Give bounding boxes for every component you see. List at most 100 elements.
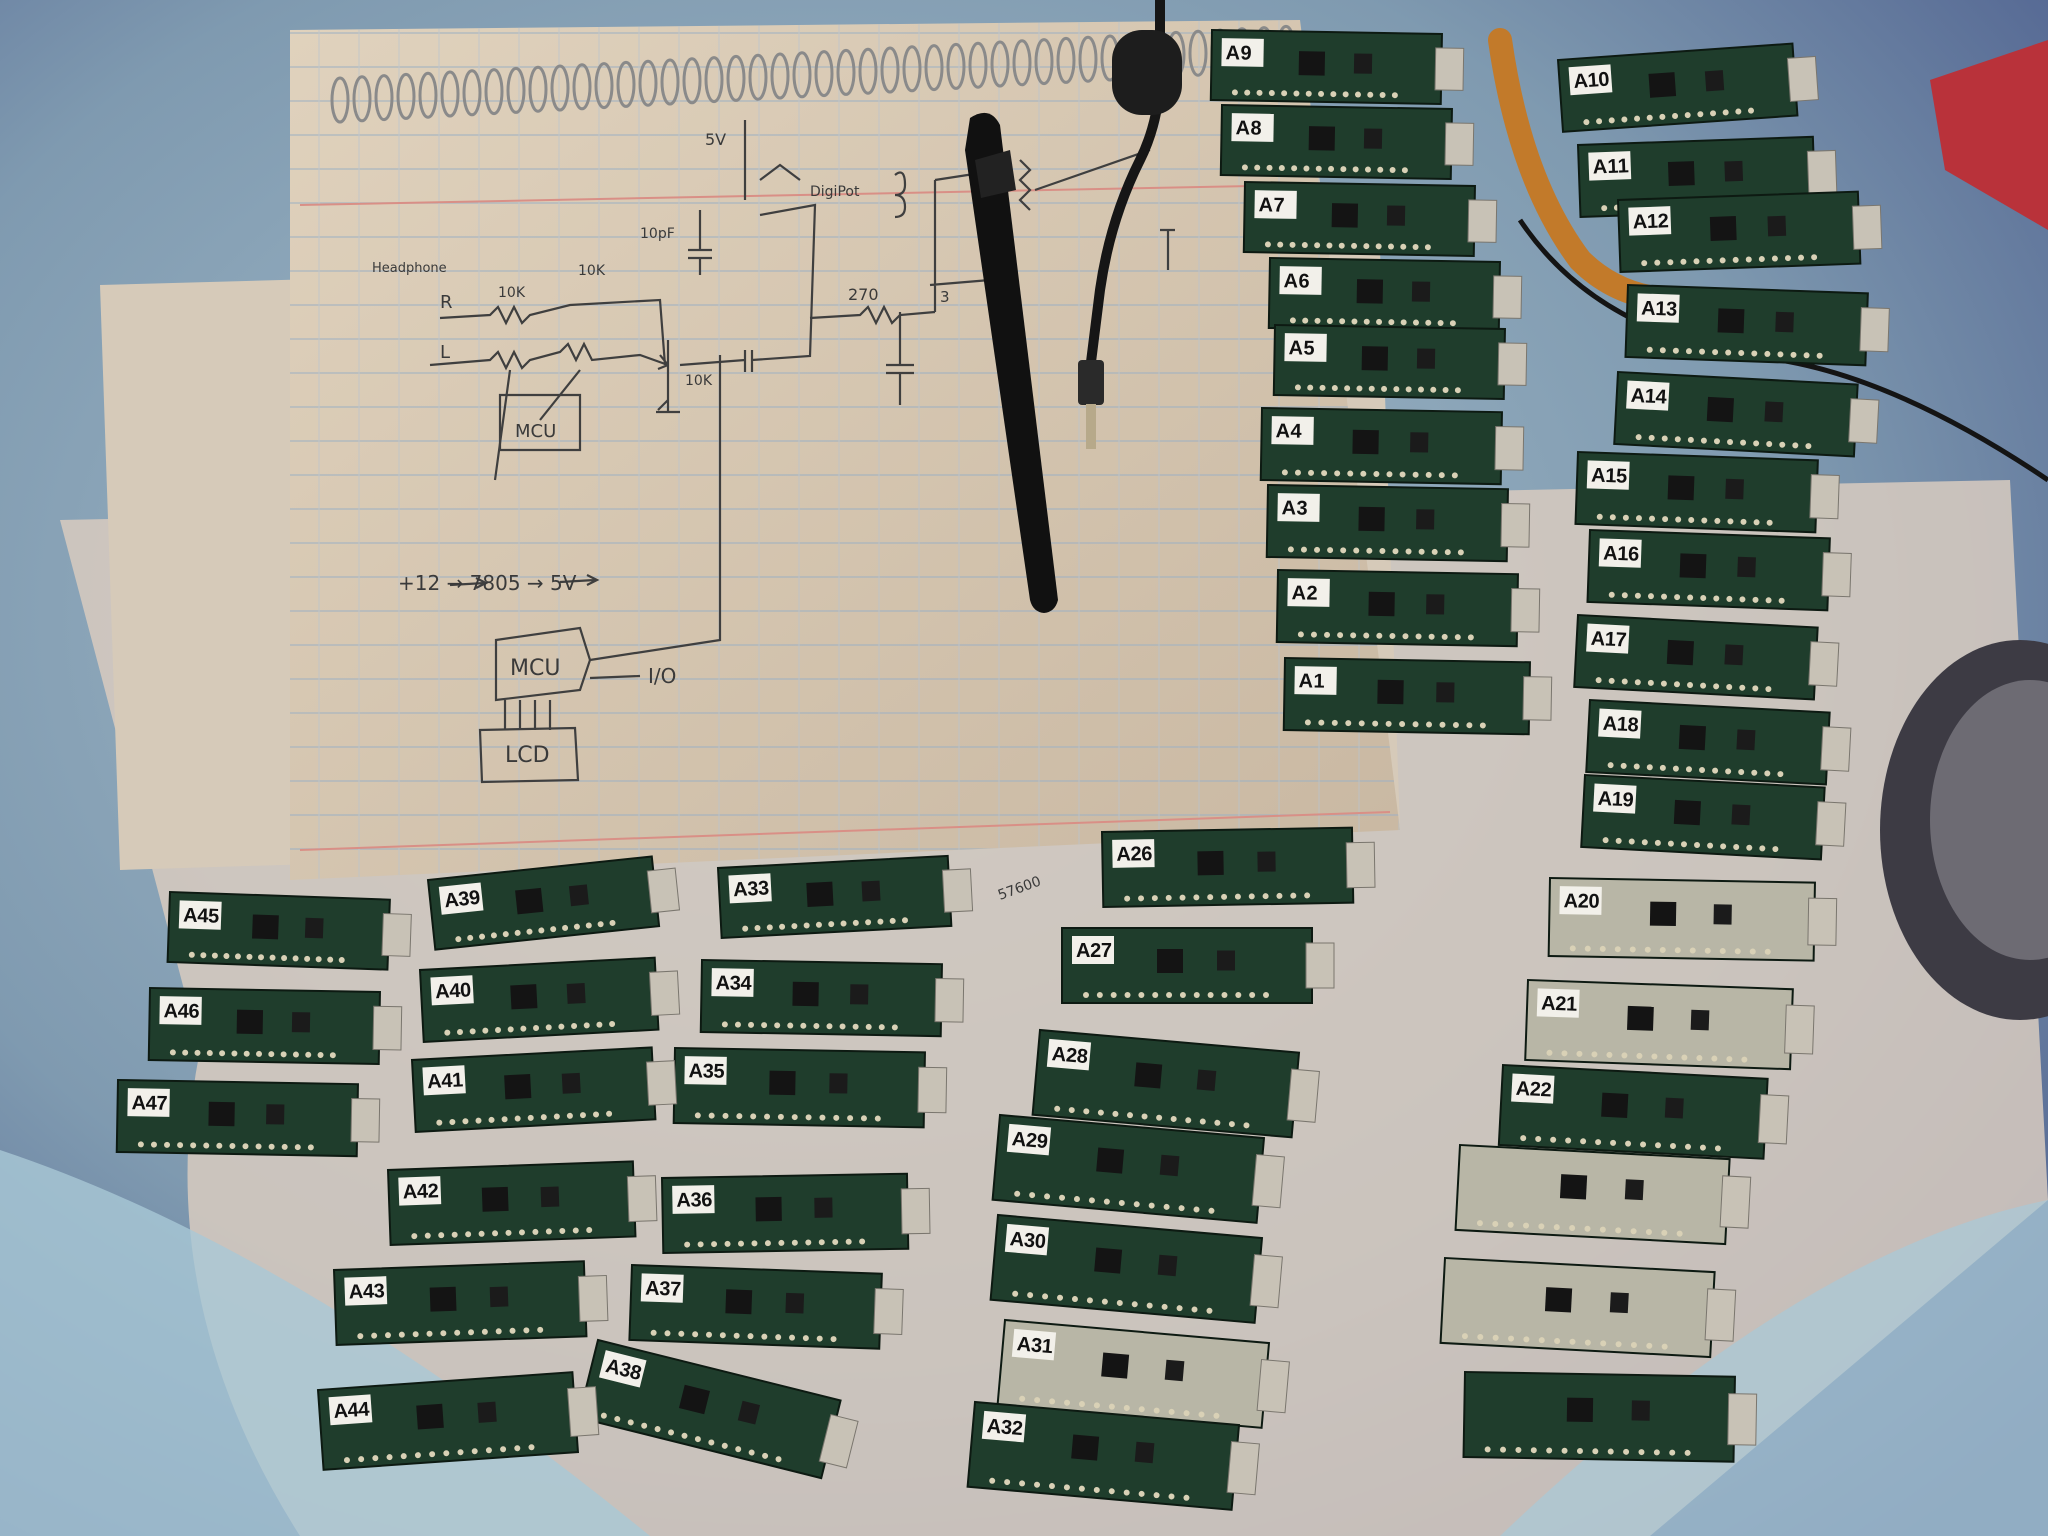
mcu-chip — [1648, 72, 1677, 98]
pcb-board: A8 — [1219, 103, 1475, 181]
spiral-ring — [726, 54, 746, 102]
pcb-board: A22 — [1497, 1063, 1790, 1160]
pcb-board: A30 — [989, 1213, 1283, 1324]
audio-jack — [1492, 275, 1523, 319]
pin-header — [169, 1049, 336, 1059]
spiral-ring — [902, 45, 922, 93]
spiral-ring — [814, 50, 834, 98]
pin-header — [444, 1021, 616, 1036]
label-headphone: Headphone — [372, 261, 447, 276]
pcb-board: A31 — [996, 1318, 1290, 1429]
mcu-chip — [1709, 216, 1737, 241]
board-label: A1 — [1298, 670, 1324, 692]
ic-chip — [1386, 205, 1406, 226]
board-label: A30 — [1009, 1228, 1047, 1253]
pcb-board: A28 — [1031, 1028, 1320, 1139]
ic-chip — [1609, 1292, 1629, 1314]
board-label-tag — [159, 996, 202, 1025]
pin-header — [1595, 677, 1772, 693]
board-label-tag — [1046, 1038, 1092, 1071]
pcb-board: A1 — [1282, 656, 1553, 736]
ic-chip — [489, 1286, 509, 1308]
spiral-ring — [418, 71, 438, 119]
spiral-ring — [638, 59, 658, 107]
mcu-chip — [1358, 506, 1385, 532]
pcb-board — [1462, 1370, 1758, 1463]
pcb-body — [1454, 1143, 1731, 1246]
ic-chip — [737, 1400, 761, 1425]
pin-header — [1484, 1446, 1691, 1456]
board-label-tag — [1284, 333, 1327, 362]
mcu-chip — [769, 1070, 796, 1096]
label-res-10k-2: 10K — [578, 263, 606, 279]
spiral-ring — [704, 56, 724, 104]
audio-jack — [566, 1386, 600, 1438]
board-label: A4 — [1275, 420, 1302, 442]
pin-header — [721, 1021, 898, 1031]
label-r: R — [440, 292, 453, 313]
board-label-tag — [438, 882, 484, 915]
board-label: A33 — [733, 877, 770, 901]
audio-jack — [1345, 841, 1376, 889]
mcu-chip — [1361, 346, 1389, 371]
spiral-ring — [1034, 38, 1054, 86]
mcu-chip — [252, 914, 279, 940]
mcu-chip — [1544, 1287, 1573, 1313]
ic-chip — [477, 1401, 497, 1423]
audio-jack — [1719, 1175, 1752, 1229]
board-label: A28 — [1051, 1043, 1089, 1068]
pcb-board: A39 — [426, 855, 681, 951]
ic-chip — [1157, 1254, 1178, 1277]
mcu-chip — [1368, 591, 1395, 617]
board-label-tag — [981, 1410, 1027, 1443]
board-label-tag — [1626, 380, 1670, 411]
ic-chip — [1217, 950, 1235, 971]
pin-header — [411, 1227, 593, 1240]
pcb-board: A12 — [1616, 190, 1883, 273]
pin-header — [650, 1329, 837, 1343]
ic-chip — [814, 1197, 833, 1218]
ic-chip — [1767, 215, 1787, 237]
mcu-chip — [1298, 51, 1326, 76]
pin-header — [1287, 546, 1464, 556]
pcb-board: A20 — [1547, 876, 1838, 962]
board-label-tag — [398, 1176, 442, 1206]
pin-header — [1124, 892, 1311, 902]
board-label-tag — [1294, 666, 1337, 695]
pin-header — [1607, 762, 1784, 778]
audio-jack — [1522, 676, 1553, 721]
audio-jack — [648, 970, 681, 1017]
board-label-tag — [344, 1276, 388, 1306]
audio-jack — [1808, 641, 1840, 687]
pin-header — [1241, 164, 1408, 174]
board-label: A27 — [1076, 940, 1112, 962]
audio-jack — [1500, 502, 1531, 548]
board-label-tag — [127, 1088, 170, 1117]
pin-header — [1281, 469, 1458, 479]
audio-jack — [917, 1066, 948, 1114]
ic-chip — [829, 1073, 848, 1094]
spiral-ring — [682, 57, 702, 105]
board-label-tag — [1586, 623, 1630, 654]
pcb-board: A7 — [1242, 180, 1498, 258]
board-label: A8 — [1235, 117, 1261, 139]
board-label: A32 — [986, 1415, 1024, 1440]
ic-chip — [266, 1104, 285, 1125]
mcu-chip — [806, 881, 834, 907]
mcu-chip — [1667, 475, 1695, 501]
pin-header — [1569, 945, 1771, 955]
board-label-tag — [1536, 988, 1580, 1018]
board-label: A17 — [1590, 628, 1627, 652]
ic-chip — [568, 884, 589, 907]
audio-jack — [818, 1413, 859, 1469]
audio-jack — [934, 977, 965, 1023]
ic-chip — [1724, 160, 1744, 182]
ic-chip — [850, 984, 869, 1005]
spiral-ring — [462, 69, 482, 117]
board-label-tag — [598, 1350, 647, 1388]
mcu-chip — [1649, 901, 1677, 927]
ic-chip — [1775, 311, 1794, 333]
mcu-chip — [1678, 724, 1706, 751]
board-label-tag — [422, 1065, 466, 1096]
mcu-chip — [515, 887, 544, 915]
